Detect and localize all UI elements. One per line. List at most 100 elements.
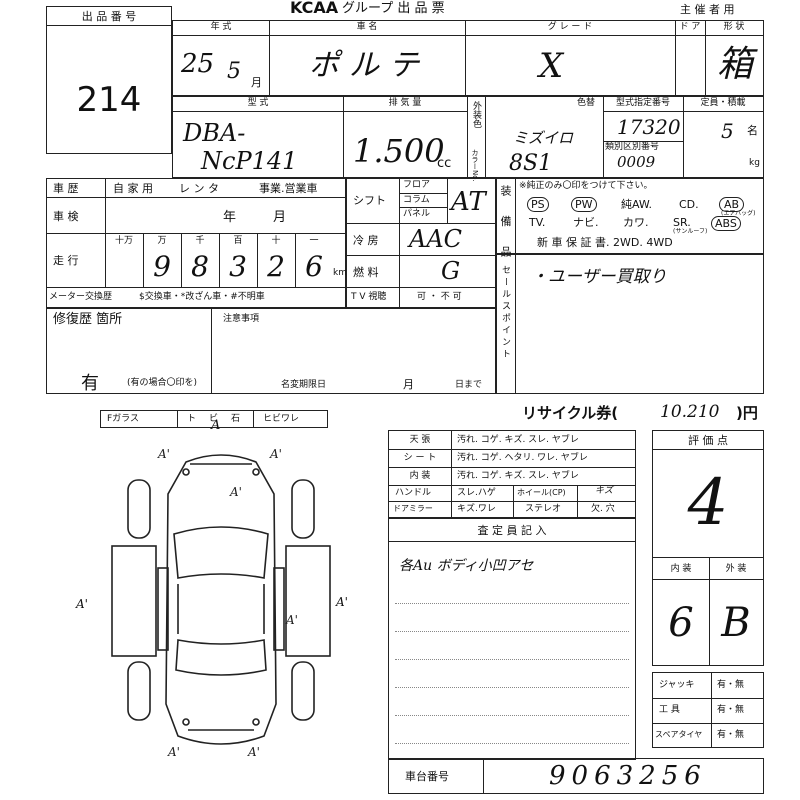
color-no-label: カラーNo. <box>471 149 479 182</box>
recycle-unit: )円 <box>736 404 758 422</box>
history-label: 車 歴 <box>53 182 79 195</box>
condition-table: 天 張 汚れ. コゲ. キズ. スレ. ヤブレ シ ー ト 汚れ. コゲ. ヘタ… <box>388 430 636 518</box>
year-label: 年 式 <box>210 22 232 32</box>
glass-option-crack: ヒビワレ <box>263 414 300 424</box>
seat-items: 汚れ. コゲ. ヘタリ. ワレ. ヤブレ <box>457 453 588 463</box>
equipment-label: 装 備 品 <box>499 185 512 265</box>
chassis-number-box: 車台番号 9063256 <box>388 758 764 794</box>
shift-option-panel: パネル <box>403 209 431 219</box>
digit-label-100: 百 <box>233 236 243 246</box>
chassis-number: 9063256 <box>549 761 707 791</box>
shift-option-column: コラム <box>403 195 430 205</box>
front-glass-box: Fガラス ト ビ 石 ヒビワレ A <box>100 410 328 432</box>
cc-unit: cc <box>437 156 452 171</box>
equipment-cd: CD. <box>679 198 699 211</box>
recycle-label: リサイクル券( <box>522 404 619 422</box>
damage-mark: A' <box>167 745 180 759</box>
equipment-warranty: 新 車 保 証 書. 2WD. 4WD <box>537 236 673 249</box>
glass-damage-mark: A <box>211 418 221 433</box>
door-mirror-label: ドアミラー <box>393 504 433 513</box>
deadline-month: 月 <box>403 378 414 391</box>
type-number-value: 17320 <box>617 115 681 139</box>
vehicle-name-label: 車 名 <box>356 22 378 32</box>
damage-mark: A' <box>285 613 298 627</box>
ceiling-items: 汚れ. コゲ. キズ. スレ. ヤブレ <box>457 435 579 445</box>
color-change-label: 色替 <box>577 98 596 108</box>
mileage-digit: 8 <box>191 250 209 283</box>
equipment-tv: TV. <box>529 216 546 229</box>
capacity-unit: 名 <box>747 124 758 137</box>
damage-mark: A' <box>336 595 348 609</box>
tool-label: 工 具 <box>659 705 680 715</box>
interior-score: 6 <box>668 600 694 646</box>
row1-table: 年 式 車 名 グ レ ー ド ド ア 形 状 25 5 月 ポルテ X 箱 <box>172 20 764 96</box>
handle-label: ハンドル <box>395 488 432 498</box>
damage-mark: A' <box>157 447 170 461</box>
color-no-value: 8S1 <box>509 151 553 176</box>
damage-mark: A' <box>269 447 282 461</box>
grade-value: X <box>539 46 564 86</box>
score-label: 評 価 点 <box>688 434 728 447</box>
damage-mark: A' <box>229 485 242 499</box>
lot-number-header: 出 品 番 号 <box>81 10 137 23</box>
kg-unit: kg <box>749 158 760 168</box>
inspector-box: 査 定 員 記 入 各Au ボディ小凹アセ <box>388 518 636 760</box>
type-number-label: 型式指定番号 <box>615 98 670 108</box>
capacity-value: 5 <box>721 119 734 143</box>
class-number-label: 類別区別番号 <box>605 142 660 152</box>
inspection-month: 月 <box>273 210 287 225</box>
month-value: 5 <box>227 59 241 84</box>
sales-point-label: セールスポイント <box>500 265 510 361</box>
mileage-digit: 2 <box>267 250 285 283</box>
equipment-leather: カワ. <box>623 216 649 229</box>
shift-label: シフト <box>353 194 386 207</box>
history-table: 車 歴 自 家 用 レ ン タ 事業.営業車 車 検 年 月 走 行 十万 万 … <box>46 178 347 308</box>
equipment-note: ※純正のみ〇印をつけて下さい。 <box>519 181 653 191</box>
km-unit: km <box>333 268 347 278</box>
class-number-value: 0009 <box>617 153 656 171</box>
tool-value: 有・無 <box>717 705 745 715</box>
ceiling-label: 天 張 <box>409 435 431 445</box>
year-value: 25 <box>181 49 215 79</box>
deadline-day: 日まで <box>455 380 483 390</box>
meter-exchange-options: $交換車・*改ざん車・#不明車 <box>139 292 265 302</box>
glass-option-stone: 石 <box>231 414 241 424</box>
exterior-score-label: 外 装 <box>725 564 747 574</box>
history-option-private: 自 家 用 <box>113 182 153 195</box>
meter-exchange-label: メーター交換歴 <box>49 292 113 302</box>
jack-label: ジャッキ <box>659 680 695 690</box>
equipment-sr-sub: (サンルーフ) <box>673 228 708 235</box>
exterior-color-side-label: 外装色 <box>471 101 481 128</box>
history-option-rental: レ ン タ <box>179 182 219 195</box>
inspector-text: 各Au ボディ小凹アセ <box>399 558 534 574</box>
shape-value: 箱 <box>717 44 754 85</box>
shift-option-floor: フロア <box>403 180 431 190</box>
digit-label-100k: 十万 <box>114 236 133 246</box>
interior-items: 汚れ. コゲ. キズ. スレ. ヤブレ <box>457 471 579 481</box>
glass-option-bi: ビ <box>209 414 219 424</box>
mileage-digit: 3 <box>229 250 247 283</box>
repair-history-label: 修復歴 箇所 <box>53 312 123 327</box>
grade-label: グ レ ー ド <box>547 22 593 32</box>
model-label: 型 式 <box>247 98 269 108</box>
tv-options: 可 ・ 不 可 <box>417 292 462 302</box>
inspector-label: 査 定 員 記 入 <box>477 524 547 537</box>
repair-box: 修復歴 箇所 有 (有の場合〇印を) 注意事項 名変期限日 月 日まで <box>46 308 496 394</box>
handle-items: スレ.ハゲ <box>457 488 496 498</box>
interior-score-label: 内 装 <box>670 564 692 574</box>
spare-tire-label: スペアタイヤ <box>655 730 703 739</box>
cooling-label: 冷 房 <box>353 234 379 247</box>
mileage-digit: 6 <box>305 250 323 283</box>
tools-table: ジャッキ 有・無 工 具 有・無 スペアタイヤ 有・無 <box>652 672 764 748</box>
row2-table: 型 式 排 気 量 外装色 カラーNo. 色替 型式指定番号 類別区別番号 定員… <box>172 96 764 182</box>
glass-option-to: ト <box>187 414 197 424</box>
cooling-value: AAC <box>409 225 463 253</box>
digit-label-10k: 万 <box>157 236 167 246</box>
seat-label: シ ー ト <box>403 453 437 463</box>
fuel-value: G <box>441 257 461 285</box>
stereo-label: ステレオ <box>525 504 562 514</box>
form-title: グループ 出 品 票 <box>342 1 445 16</box>
spare-tire-value: 有・無 <box>717 730 745 740</box>
inspection-year: 年 <box>223 210 237 225</box>
shift-value: AT <box>451 187 486 217</box>
